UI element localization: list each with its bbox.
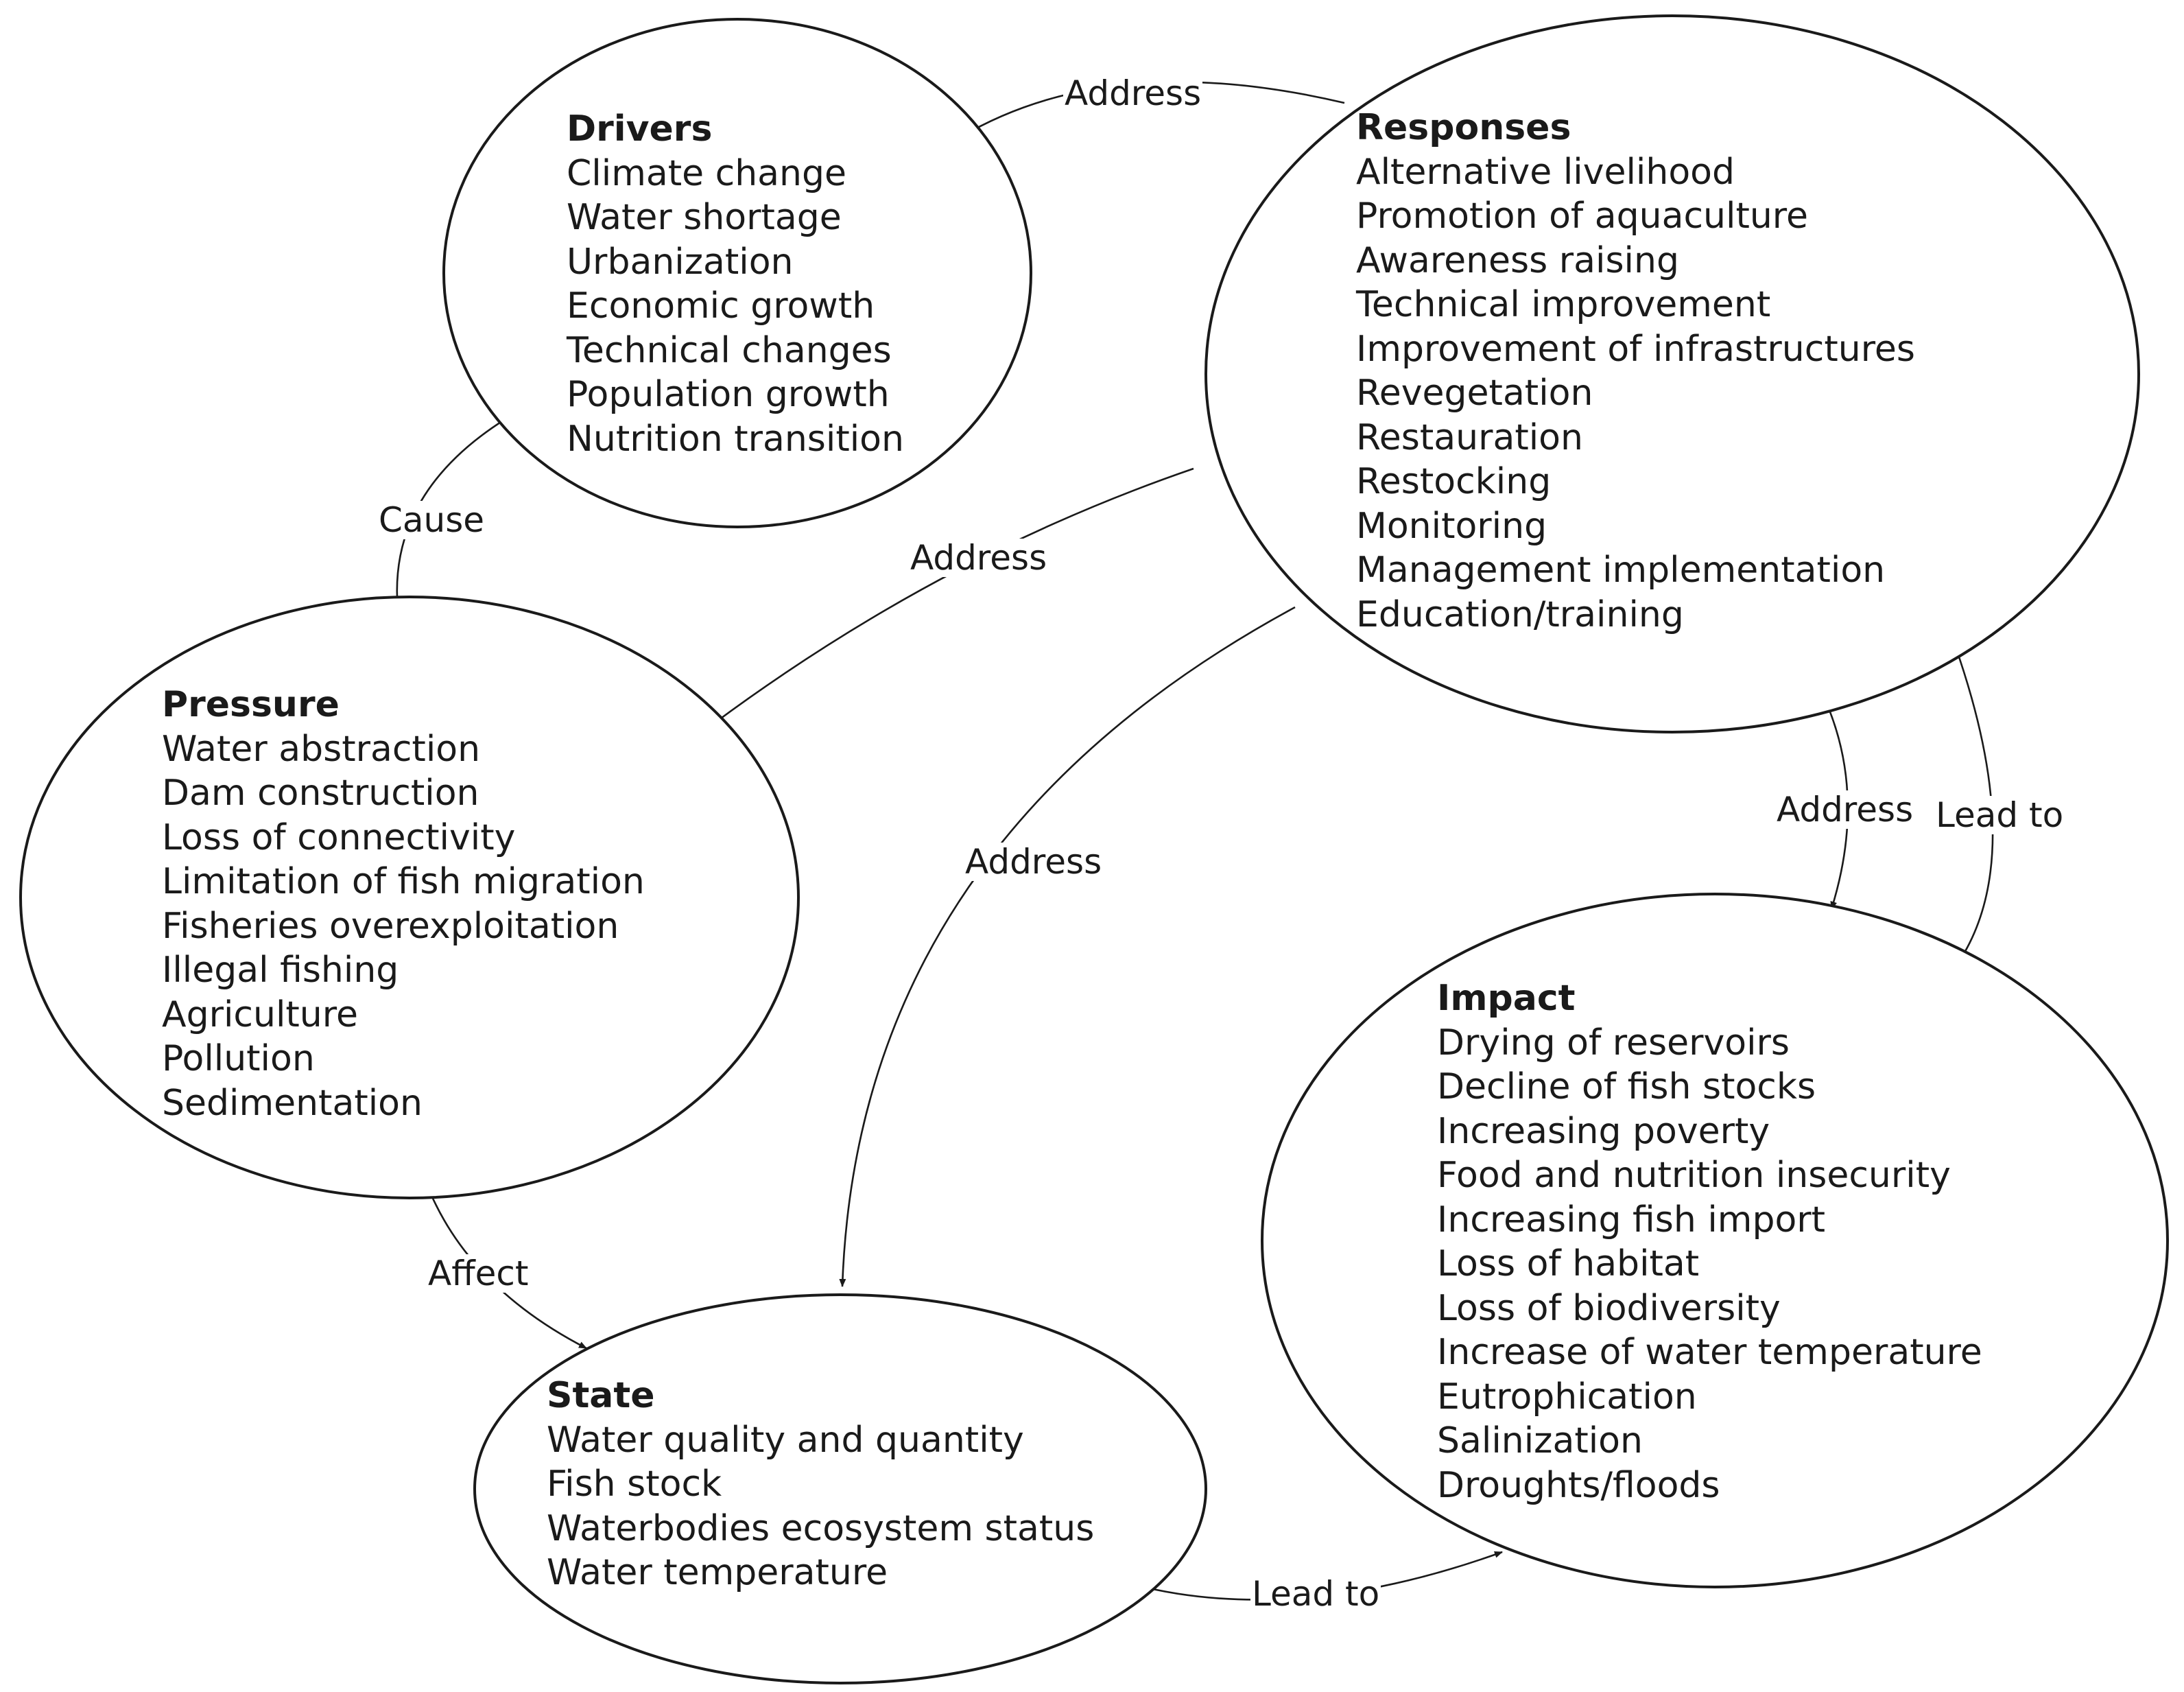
list-item: Revegetation: [1356, 373, 1593, 414]
list-item: Fish stock: [547, 1464, 722, 1505]
node-state-title: State: [547, 1375, 655, 1416]
list-item: Climate change: [567, 152, 847, 194]
list-item: Education/training: [1356, 594, 1684, 635]
list-item: Promotion of aquaculture: [1356, 196, 1809, 237]
list-item: Decline of fish stocks: [1437, 1066, 1816, 1107]
list-item: Pollution: [162, 1038, 315, 1079]
list-item: Increase of water temperature: [1437, 1332, 1982, 1373]
list-item: Agriculture: [162, 994, 358, 1035]
list-item: Awareness raising: [1356, 239, 1679, 281]
list-item: Technical changes: [567, 329, 892, 371]
list-item: Loss of habitat: [1437, 1243, 1700, 1284]
list-item: Drying of reservoirs: [1437, 1022, 1790, 1064]
list-item: Water abstraction: [162, 728, 481, 770]
edge-label-impact-responses: Lead to: [1934, 795, 2065, 835]
list-item: Restocking: [1356, 461, 1552, 502]
node-impact-title: Impact: [1437, 978, 1576, 1019]
list-item: Salinization: [1437, 1420, 1643, 1461]
edge-label-responses-impact: Address: [1775, 790, 1915, 830]
edge-label-responses-drivers: Address: [1063, 73, 1203, 113]
list-item: Improvement of infrastructures: [1356, 328, 1916, 370]
list-item: Water temperature: [547, 1552, 888, 1593]
edge-label-responses-state: Address: [964, 842, 1104, 882]
list-item: Limitation of fish migration: [162, 861, 645, 902]
list-item: Nutrition transition: [567, 418, 904, 460]
list-item: Fisheries overexploitation: [162, 905, 619, 947]
list-item: Eutrophication: [1437, 1376, 1697, 1418]
edge-label-responses-pressure: Address: [909, 538, 1049, 578]
node-pressure-title: Pressure: [162, 684, 340, 725]
node-state-ellipse: [473, 1293, 1207, 1684]
edge-responses-state: [839, 606, 1296, 1287]
list-item: Food and nutrition insecurity: [1437, 1155, 1951, 1196]
list-item: Monitoring: [1356, 505, 1547, 547]
list-item: Increasing fish import: [1437, 1199, 1826, 1241]
list-item: Sedimentation: [162, 1082, 423, 1124]
list-item: Population growth: [567, 374, 890, 415]
list-item: Technical improvement: [1356, 284, 1771, 325]
edge-label-drivers-pressure: Cause: [377, 500, 486, 540]
list-item: Loss of connectivity: [162, 816, 516, 858]
node-drivers-title: Drivers: [567, 108, 713, 150]
node-responses-title: Responses: [1356, 107, 1571, 148]
list-item: Restauration: [1356, 416, 1583, 458]
edge-label-state-impact: Lead to: [1250, 1574, 1381, 1614]
node-drivers-ellipse: [442, 18, 1032, 528]
node-impact-ellipse: [1261, 893, 2169, 1588]
list-item: Waterbodies ecosystem status: [547, 1507, 1095, 1549]
edge-label-pressure-state: Affect: [427, 1254, 530, 1293]
list-item: Urbanization: [567, 241, 794, 283]
node-pressure-ellipse: [19, 596, 800, 1199]
list-item: Dam construction: [162, 773, 479, 814]
list-item: Illegal fishing: [162, 950, 399, 991]
list-item: Loss of biodiversity: [1437, 1287, 1781, 1329]
list-item: Water shortage: [567, 197, 842, 238]
list-item: Economic growth: [567, 285, 875, 327]
list-item: Water quality and quantity: [547, 1419, 1024, 1461]
list-item: Increasing poverty: [1437, 1110, 1770, 1152]
list-item: Alternative livelihood: [1356, 151, 1735, 193]
node-responses-ellipse: [1204, 14, 2140, 733]
list-item: Droughts/floods: [1437, 1464, 1720, 1506]
list-item: Management implementation: [1356, 550, 1886, 591]
